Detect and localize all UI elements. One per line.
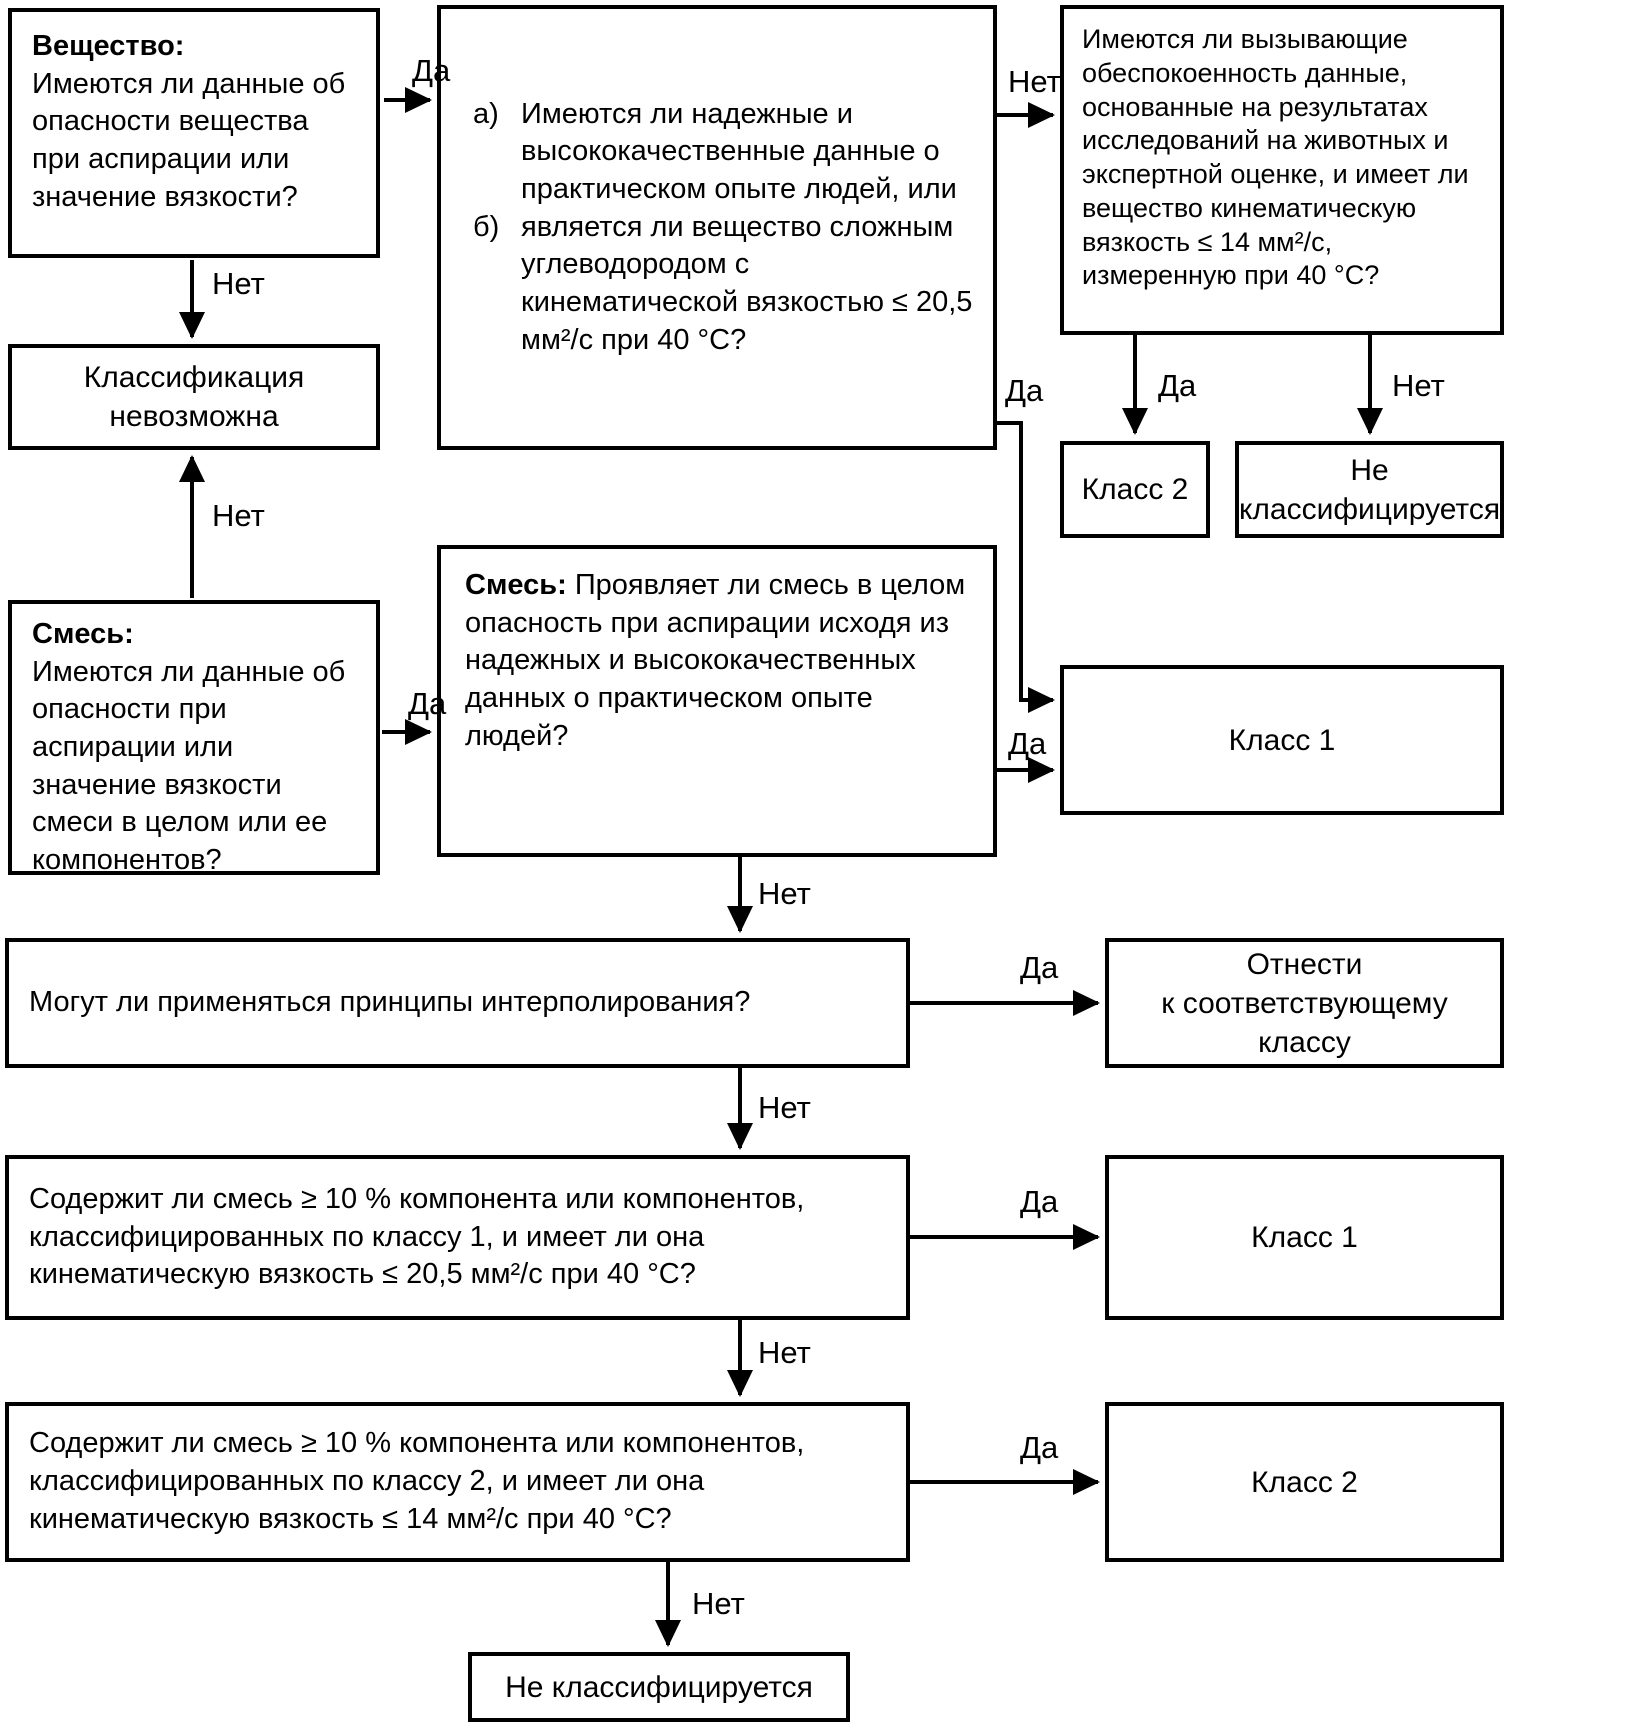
concern-data-question-box: Имеются ли вызывающие обеспокоенность да…	[1060, 5, 1504, 335]
mixture-whole-question-box: Смесь: Проявляет ли смесь в целом опасно…	[437, 545, 997, 857]
label-mixture-whole-yes: Да	[1008, 726, 1047, 761]
label-mixture-no: Нет	[212, 498, 265, 533]
label-concern-no: Нет	[1392, 368, 1445, 403]
class-1-mixture-question-text: Содержит ли смесь ≥ 10 % компонента или …	[29, 1182, 805, 1291]
classification-impossible-box: Классификация невозможна	[8, 344, 380, 450]
label-class2q-no: Нет	[692, 1586, 745, 1621]
label-class2q-yes: Да	[1020, 1430, 1059, 1465]
class-2-substance-box: Класс 2	[1060, 441, 1210, 538]
label-mixture-yes: Да	[408, 686, 447, 721]
class-1-mixture-question-box: Содержит ли смесь ≥ 10 % компонента или …	[5, 1155, 910, 1320]
substance-criteria-box: а) Имеются ли надежные и высококачествен…	[437, 5, 997, 450]
criteria-item-a-marker: а)	[473, 97, 499, 130]
assign-class-line-1: Отнести	[1246, 947, 1363, 981]
class-1-mixture-result-box: Класс 1	[1105, 1155, 1504, 1320]
class-2-mixture-result-box: Класс 2	[1105, 1402, 1504, 1562]
label-class1q-no: Нет	[758, 1335, 811, 1370]
substance-title: Вещество:	[32, 30, 185, 62]
class-2-mixture-question-box: Содержит ли смесь ≥ 10 % компонента или …	[5, 1402, 910, 1562]
class-2-mixture-question-text: Содержит ли смесь ≥ 10 % компонента или …	[29, 1427, 805, 1535]
label-interpolation-no: Нет	[758, 1090, 811, 1125]
class-2-substance-text: Класс 2	[1081, 473, 1189, 506]
class-1-result-box: Класс 1	[1060, 665, 1504, 815]
substance-question-box: Вещество: Имеются ли данные об опасности…	[8, 8, 380, 258]
criteria-item-b-text: является ли вещество сложным углеводород…	[521, 210, 973, 356]
assign-class-text: Отнести к соответствующему классу	[1121, 945, 1488, 1062]
label-substance-yes: Да	[412, 53, 451, 88]
not-classified-substance-text: Не классифицируется	[1238, 453, 1501, 526]
mixture-whole-question-text: Проявляет ли смесь в целом опасность при…	[465, 569, 966, 752]
label-criteria-yes: Да	[1005, 373, 1044, 408]
label-criteria-no: Нет	[1008, 64, 1061, 99]
classification-impossible-text: Классификация невозможна	[83, 361, 305, 433]
class-1-mixture-result-text: Класс 1	[1251, 1221, 1358, 1254]
mixture-title: Смесь:	[32, 618, 134, 650]
arrow-criteria-yes	[997, 421, 1055, 713]
criteria-item-a-text: Имеются ли надежные и высококачественные…	[521, 97, 957, 205]
mixture-question-text: Имеются ли данные об опасности при аспир…	[32, 655, 346, 877]
substance-question-text: Имеются ли данные об опасности вещества …	[32, 67, 346, 213]
not-classified-substance-box: Не классифицируется	[1235, 441, 1504, 538]
label-mixture-whole-no: Нет	[758, 876, 811, 911]
class-1-result-text: Класс 1	[1228, 723, 1336, 757]
label-substance-no: Нет	[212, 266, 265, 301]
not-classified-final-text: Не классифицируется	[505, 1670, 813, 1704]
assign-class-line-2: к соответствующему классу	[1161, 986, 1448, 1059]
concern-data-question-text: Имеются ли вызывающие обеспокоенность да…	[1082, 24, 1469, 291]
label-class1q-yes: Да	[1020, 1184, 1059, 1219]
mixture-whole-title: Смесь:	[465, 569, 567, 601]
criteria-item-b-marker: б)	[473, 210, 500, 243]
assign-class-box: Отнести к соответствующему классу	[1105, 938, 1504, 1068]
label-interpolation-yes: Да	[1020, 950, 1059, 985]
interpolation-question-text: Могут ли применяться принципы интерполир…	[29, 986, 751, 1019]
label-concern-yes: Да	[1158, 368, 1197, 403]
mixture-question-box: Смесь: Имеются ли данные об опасности пр…	[8, 600, 380, 877]
interpolation-question-box: Могут ли применяться принципы интерполир…	[5, 938, 910, 1068]
class-2-mixture-result-text: Класс 2	[1251, 1465, 1358, 1499]
not-classified-final-box: Не классифицируется	[468, 1652, 850, 1722]
